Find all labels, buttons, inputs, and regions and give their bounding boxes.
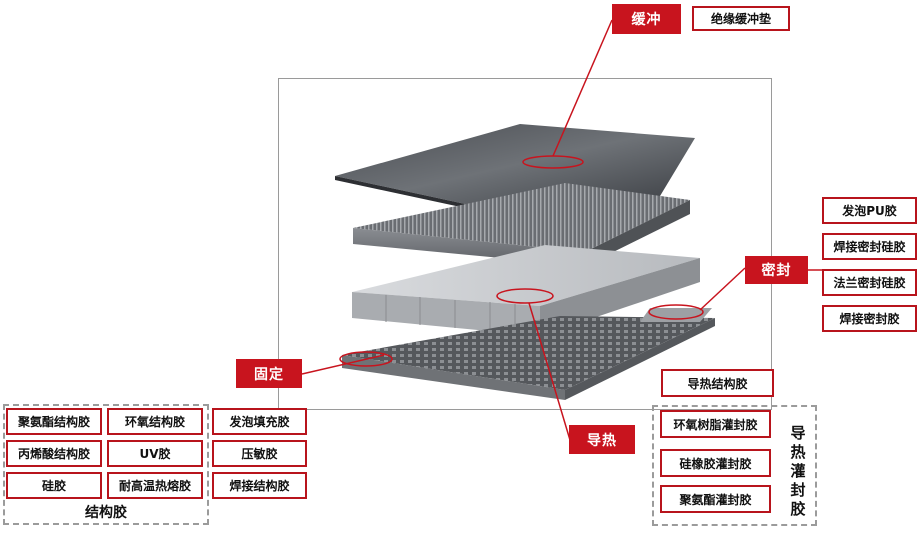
- fix-tag: 固定: [236, 359, 302, 388]
- thermal-potting-group-label: 导热灌封胶: [790, 424, 806, 518]
- structural-item-1-label: 聚氨酯结构胶: [17, 415, 90, 429]
- fix-item-2-label: 压敏胶: [241, 447, 278, 461]
- fix-item-2-box: 压敏胶: [212, 440, 307, 467]
- cooling-plate-layer: [353, 183, 690, 266]
- thermal-tag: 导热: [569, 425, 635, 454]
- potting-item-2-label: 硅橡胶灌封胶: [679, 456, 752, 471]
- thermal-tag-label: 导热: [587, 432, 617, 449]
- seal-tag-label: 密封: [761, 263, 792, 279]
- seal-tag: 密封: [745, 256, 808, 284]
- thermal-structural-adhesive-label: 导热结构胶: [687, 376, 748, 391]
- fix-item-3-box: 焊接结构胶: [212, 472, 307, 499]
- potting-item-3-box: 聚氨酯灌封胶: [660, 485, 771, 513]
- buffer-tag: 缓冲: [612, 4, 681, 34]
- structural-item-1-box: 聚氨酯结构胶: [6, 408, 102, 435]
- fix-leader-line: [301, 354, 385, 375]
- seal-highlight-ellipse: [648, 304, 704, 320]
- potting-item-3-label: 聚氨酯灌封胶: [679, 492, 752, 507]
- structural-adhesive-group: [3, 404, 209, 525]
- structural-item-4-label: UV胶: [139, 447, 171, 461]
- structural-item-5-label: 硅胶: [41, 479, 66, 493]
- seal-leader-line: [699, 267, 746, 311]
- structural-item-4-box: UV胶: [107, 440, 203, 467]
- insulation-buffer-pad-box: 绝缘缓冲垫: [692, 6, 790, 31]
- structural-item-3-box: 丙烯酸结构胶: [6, 440, 102, 467]
- thermal-leader-line: [528, 302, 571, 441]
- structural-item-6-box: 耐高温热熔胶: [107, 472, 203, 499]
- fix-item-3-label: 焊接结构胶: [229, 479, 290, 493]
- thermal-structural-adhesive-box: 导热结构胶: [661, 369, 774, 397]
- fix-tag-label: 固定: [254, 366, 284, 383]
- fix-highlight-ellipse: [339, 351, 393, 367]
- potting-item-1-box: 环氧树脂灌封胶: [660, 410, 771, 438]
- buffer-tag-label: 缓冲: [631, 12, 662, 28]
- seal-item-2-box: 焊接密封硅胶: [822, 233, 917, 260]
- thermal-highlight-ellipse: [496, 288, 554, 304]
- fix-item-1-box: 发泡填充胶: [212, 408, 307, 435]
- structural-item-6-label: 耐高温热熔胶: [118, 479, 191, 493]
- seal-item-1-box: 发泡PU胶: [822, 197, 917, 224]
- potting-item-1-label: 环氧树脂灌封胶: [673, 417, 758, 432]
- structural-item-2-label: 环氧结构胶: [124, 415, 185, 429]
- seal-item-2-label: 焊接密封硅胶: [833, 240, 906, 254]
- thermal-potting-group: [652, 405, 817, 526]
- buffer-leader-line: [552, 19, 613, 157]
- seal-item-3-label: 法兰密封硅胶: [833, 276, 906, 290]
- structural-group-label: 结构胶: [85, 505, 127, 521]
- structural-item-5-box: 硅胶: [6, 472, 102, 499]
- seal-item-3-box: 法兰密封硅胶: [822, 269, 917, 296]
- structural-item-3-label: 丙烯酸结构胶: [17, 447, 90, 461]
- structural-item-2-box: 环氧结构胶: [107, 408, 203, 435]
- seal-item-4-box: 焊接密封胶: [822, 305, 917, 332]
- fix-item-1-label: 发泡填充胶: [229, 415, 290, 429]
- seal-item-4-label: 焊接密封胶: [839, 312, 900, 326]
- battery-tray-layer: [342, 308, 715, 400]
- seal-item-1-label: 发泡PU胶: [842, 204, 897, 218]
- insulation-buffer-pad-label: 绝缘缓冲垫: [710, 12, 771, 26]
- potting-item-2-box: 硅橡胶灌封胶: [660, 449, 771, 477]
